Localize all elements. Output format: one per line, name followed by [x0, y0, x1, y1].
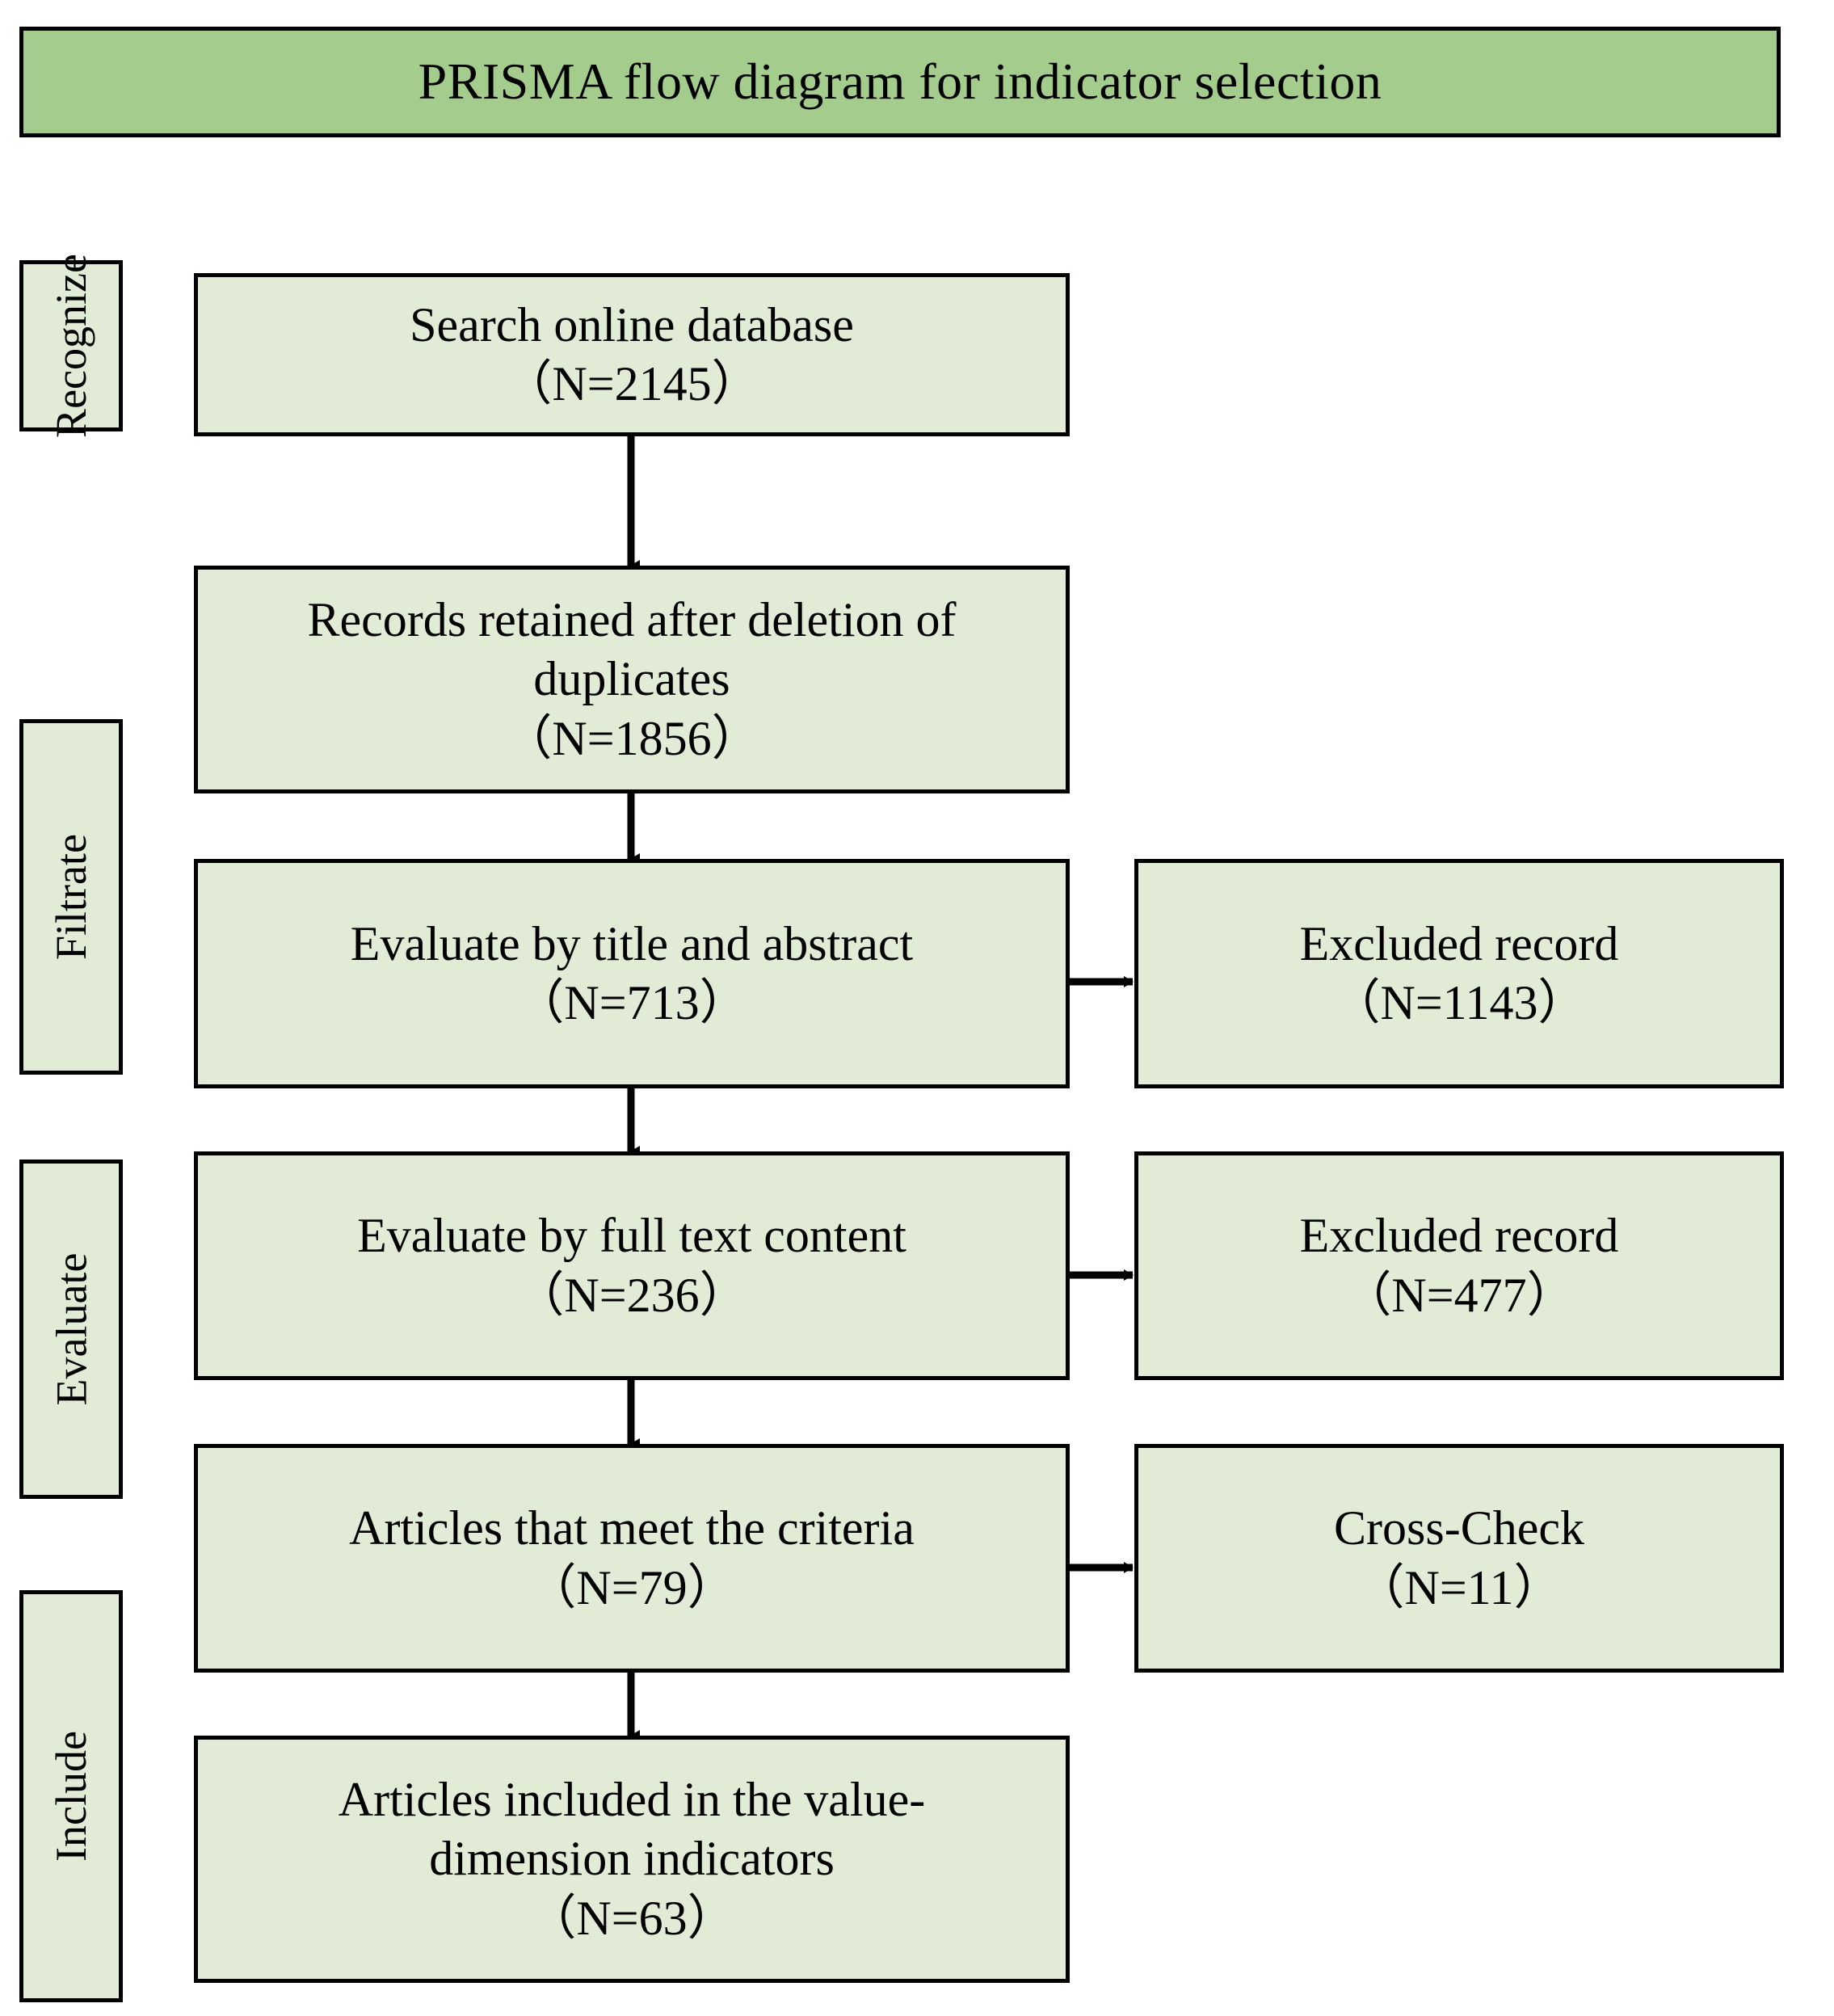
flow-box-excluded-full-text: Excluded record （N=477）: [1134, 1151, 1784, 1380]
flow-box-label: Evaluate by title and abstract: [350, 916, 914, 970]
flow-box-title-abstract: Evaluate by title and abstract （N=713）: [194, 859, 1070, 1088]
page-title-banner: PRISMA flow diagram for indicator select…: [19, 27, 1781, 137]
stage-label-text: Evaluate: [47, 1252, 95, 1406]
flow-box-label: Excluded record: [1299, 1209, 1619, 1263]
flow-box-count: （N=1856）: [503, 711, 760, 765]
flow-box-count: （N=11）: [1356, 1560, 1563, 1614]
flow-box-label-2: duplicates: [533, 652, 730, 706]
flow-box-label: Articles included in the value-: [338, 1773, 926, 1827]
flow-box-label: Evaluate by full text content: [357, 1209, 906, 1263]
flow-box-label-2: dimension indicators: [429, 1832, 835, 1886]
flow-box-label: Excluded record: [1299, 916, 1619, 970]
flow-box-label: Search online database: [410, 297, 854, 351]
stage-label-text: Filtrate: [47, 834, 95, 960]
flow-box-label: Cross-Check: [1334, 1501, 1584, 1555]
flow-box-count: （N=1143）: [1331, 976, 1587, 1029]
flow-box-label: Articles that meet the criteria: [349, 1501, 915, 1555]
flow-box-deduplicated: Records retained after deletion of dupli…: [194, 566, 1070, 793]
flow-box-cross-check: Cross-Check （N=11）: [1134, 1444, 1784, 1673]
stage-label-text: Include: [47, 1731, 96, 1862]
flow-box-count: （N=79）: [528, 1560, 736, 1614]
page-title: PRISMA flow diagram for indicator select…: [418, 53, 1382, 111]
stage-label-evaluate: Evaluate: [19, 1160, 123, 1499]
stage-label-filtrate: Filtrate: [19, 719, 123, 1075]
flow-box-count: （N=2145）: [503, 357, 760, 410]
flow-box-search: Search online database （N=2145）: [194, 273, 1070, 436]
flow-box-meet-criteria: Articles that meet the criteria （N=79）: [194, 1444, 1070, 1673]
flow-box-label: Records retained after deletion of: [307, 593, 957, 647]
flow-box-count: （N=477）: [1343, 1268, 1575, 1322]
flow-box-count: （N=713）: [515, 976, 748, 1029]
flow-box-included: Articles included in the value- dimensio…: [194, 1736, 1070, 1983]
flow-box-excluded-title-abstract: Excluded record （N=1143）: [1134, 859, 1784, 1088]
flow-box-count: （N=236）: [515, 1268, 748, 1322]
stage-label-recognize: Recognize: [19, 254, 123, 438]
stage-label-text: Recognize: [47, 254, 95, 438]
flow-box-full-text: Evaluate by full text content （N=236）: [194, 1151, 1070, 1380]
flow-box-count: （N=63）: [528, 1891, 736, 1945]
stage-label-include: Include: [19, 1590, 123, 2002]
